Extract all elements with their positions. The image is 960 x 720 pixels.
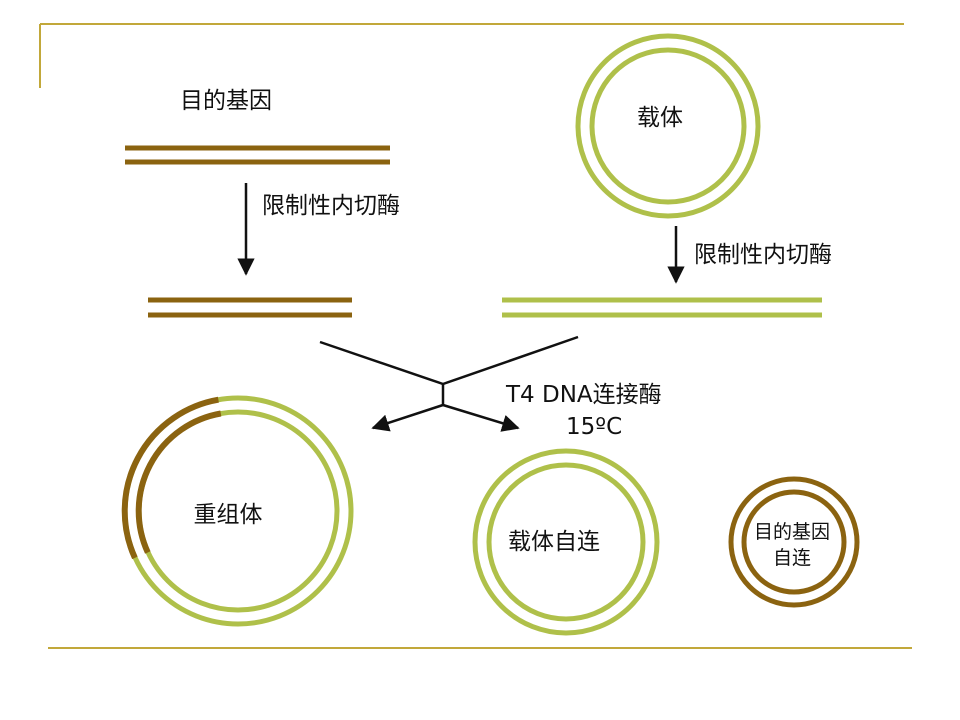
ligase-label: T4 DNA连接酶 xyxy=(505,382,662,408)
gene-self-label-line2: 自连 xyxy=(773,547,811,569)
recombinant-insert-inner xyxy=(135,410,222,554)
gene-self-ring-inner xyxy=(741,489,847,595)
gene-self-label-line1: 目的基因 xyxy=(754,521,830,543)
vector-self-ring-outer xyxy=(472,448,660,636)
merge-line-right xyxy=(442,335,579,386)
gene-label: 目的基因 xyxy=(180,88,272,114)
vector-ring-outer xyxy=(575,33,761,219)
merge-line-left xyxy=(319,340,444,386)
vector-label: 载体 xyxy=(637,105,683,131)
arrow-to-recombinant xyxy=(371,403,444,432)
arrow-to-vector-self xyxy=(442,403,520,432)
enzyme-left-label: 限制性内切酶 xyxy=(262,193,400,219)
recombinant-insert-outer xyxy=(121,396,219,560)
vector-self-label: 载体自连 xyxy=(508,529,600,555)
gene-self-ring-outer xyxy=(728,476,860,608)
recombinant-label: 重组体 xyxy=(194,502,263,528)
enzyme-right-label: 限制性内切酶 xyxy=(694,242,832,268)
vector-ring-inner xyxy=(589,47,747,205)
vector-self-ring-inner xyxy=(486,462,646,622)
temperature-label: 15ºC xyxy=(566,414,622,440)
